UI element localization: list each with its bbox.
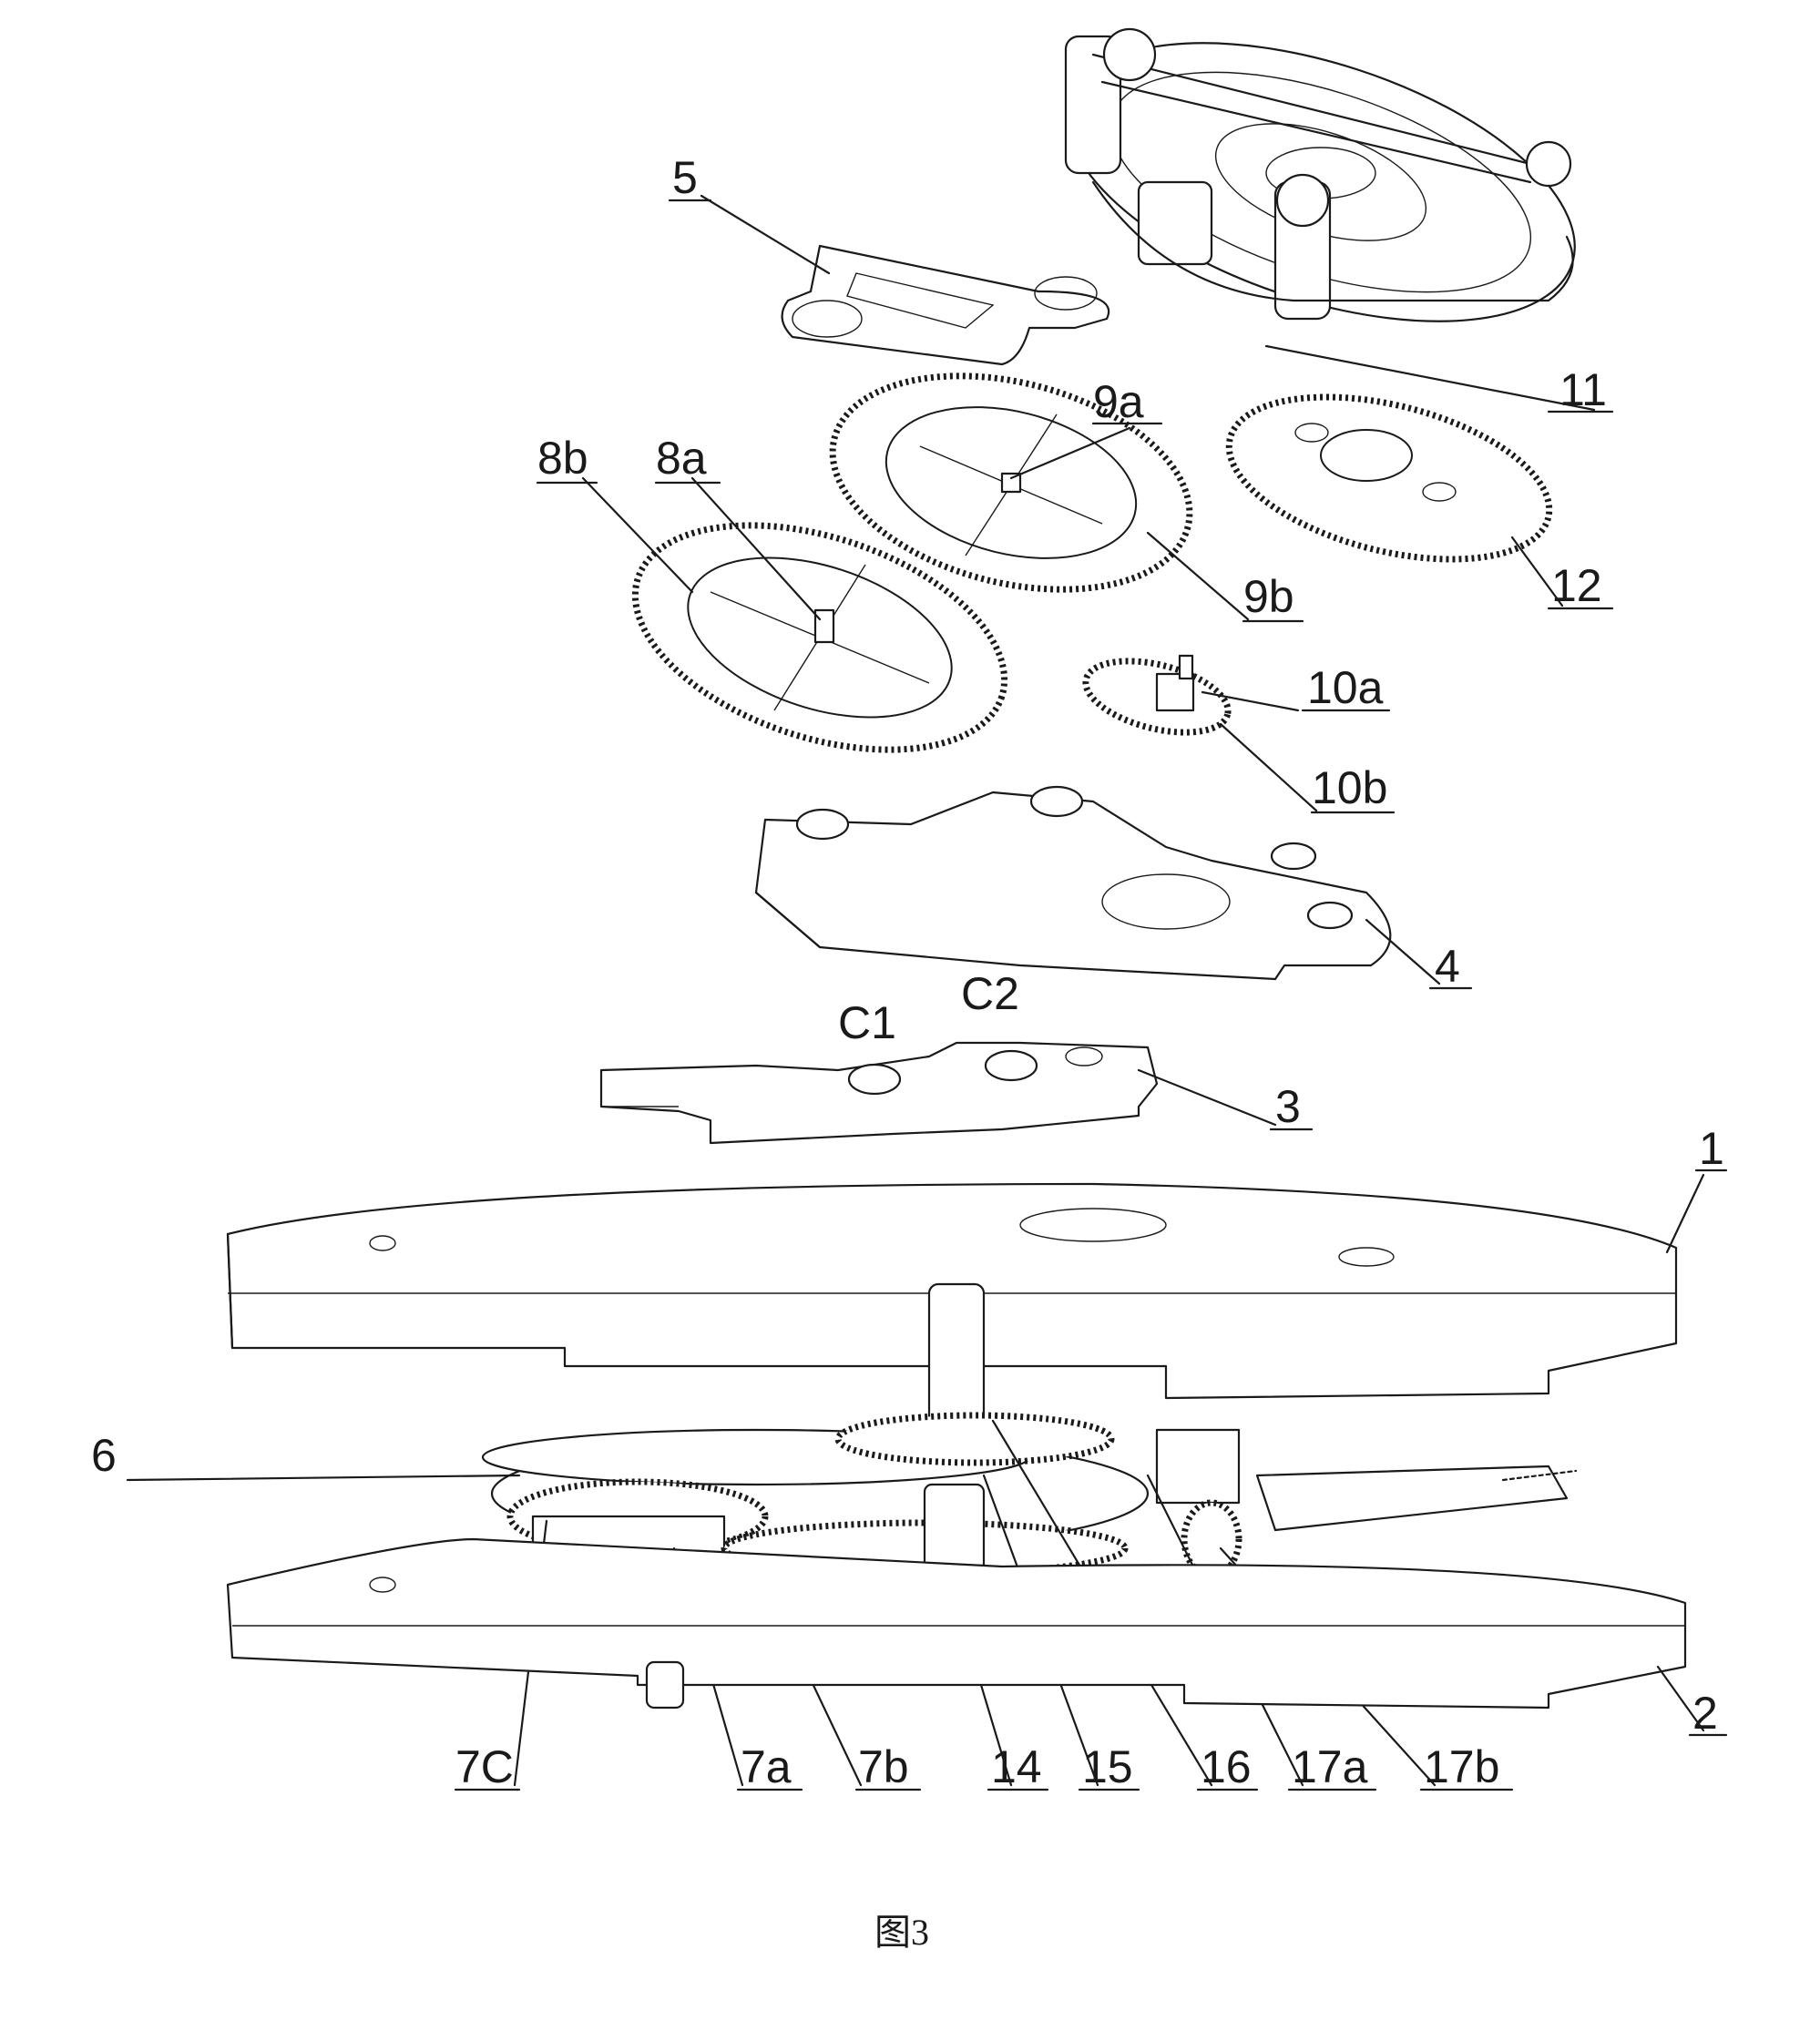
- label-7b: 7b: [858, 1741, 909, 1792]
- label-14: 14: [991, 1741, 1042, 1792]
- part-11-balance-assembly: [1064, 27, 1576, 322]
- leader-line-10a: [1201, 690, 1300, 712]
- figure-caption: 图3: [874, 1912, 929, 1953]
- label-16: 16: [1201, 1741, 1252, 1792]
- part-9a-pinion: [1000, 472, 1022, 494]
- leader-line-1: [1665, 1173, 1705, 1254]
- part-1-main-plate: [226, 1182, 1678, 1432]
- part-2-bottom-plate: [226, 1537, 1687, 1710]
- label-17a: 17a: [1292, 1741, 1368, 1792]
- label-5: 5: [672, 152, 698, 203]
- label-C1: C1: [838, 997, 896, 1048]
- label-15: 15: [1082, 1741, 1133, 1792]
- leader-line-5: [700, 194, 831, 275]
- leader-line-3: [1137, 1068, 1277, 1127]
- label-17b: 17b: [1424, 1741, 1499, 1792]
- leader-line-2: [1656, 1665, 1705, 1732]
- label-1: 1: [1699, 1123, 1724, 1174]
- leader-line-9b: [1146, 531, 1250, 621]
- part-8a-pinion: [813, 608, 835, 644]
- leader-line-9a: [1009, 426, 1131, 480]
- label-9a: 9a: [1093, 376, 1144, 427]
- label-3: 3: [1275, 1081, 1301, 1132]
- label-10a: 10a: [1307, 662, 1384, 713]
- part-4-bridge: [754, 785, 1392, 981]
- label-12: 12: [1551, 560, 1602, 611]
- label-7a: 7a: [741, 1741, 792, 1792]
- label-7C: 7C: [455, 1741, 514, 1792]
- label-9b: 9b: [1243, 571, 1294, 622]
- label-10b: 10b: [1312, 762, 1387, 813]
- label-11: 11: [1559, 364, 1607, 415]
- part-17-winding-mechanism: [1155, 1428, 1578, 1579]
- label-4: 4: [1435, 941, 1460, 992]
- leader-line-6: [126, 1474, 521, 1482]
- part-5-bridge: [781, 244, 1110, 366]
- part-12-wheel: [1225, 393, 1553, 563]
- label-8b: 8b: [537, 433, 588, 484]
- part-3-plate: [599, 1041, 1159, 1145]
- label-6: 6: [91, 1430, 117, 1481]
- leader-line-11: [1264, 344, 1596, 412]
- label-8a: 8a: [656, 433, 707, 484]
- leader-line-8b: [581, 476, 694, 594]
- leader-line-4: [1365, 918, 1441, 985]
- leader-line-10b: [1219, 722, 1318, 812]
- part-10b-wheel: [1082, 658, 1232, 736]
- leader-line-8a: [690, 476, 822, 621]
- label-2: 2: [1692, 1688, 1718, 1739]
- label-C2: C2: [961, 968, 1019, 1019]
- leader-line-12: [1510, 536, 1564, 607]
- part-10a-pinion: [1178, 654, 1194, 680]
